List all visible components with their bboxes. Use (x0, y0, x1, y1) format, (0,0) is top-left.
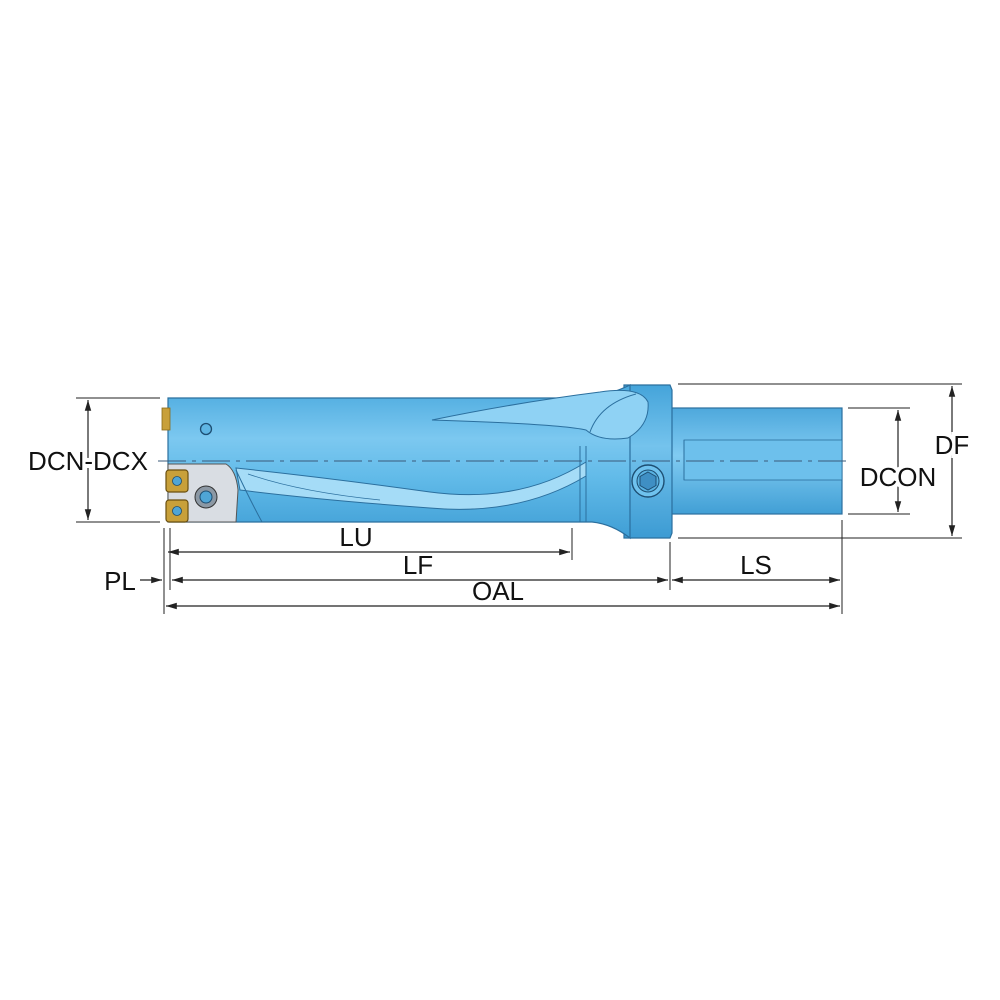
insert-screw (194, 485, 218, 509)
label-dcon: DCON (860, 462, 937, 492)
insert-upper (165, 469, 189, 493)
label-lf: LF (403, 550, 433, 580)
label-lu: LU (339, 522, 372, 552)
dimension-lf: LF (172, 550, 668, 584)
dimension-ls: LS (672, 550, 840, 584)
dimension-dcon: DCON (848, 407, 940, 515)
dimension-oal: OAL (166, 576, 840, 610)
top-insert-edge (161, 407, 171, 431)
insert-lower (165, 499, 189, 523)
label-dcn-dcx: DCN-DCX (28, 446, 148, 476)
label-ls: LS (740, 550, 772, 580)
dimension-df: DF (678, 383, 973, 539)
shank-flat (683, 439, 843, 481)
dimension-lu: LU (168, 522, 570, 556)
label-oal: OAL (472, 576, 524, 606)
dimension-pl: PL (104, 566, 162, 596)
flange-screw (631, 464, 665, 498)
flute-upper (431, 389, 649, 440)
label-df: DF (935, 430, 970, 460)
label-pl: PL (104, 566, 136, 596)
coolant-hole (199, 422, 213, 436)
dimension-dcn-dcx: DCN-DCX (24, 397, 160, 523)
